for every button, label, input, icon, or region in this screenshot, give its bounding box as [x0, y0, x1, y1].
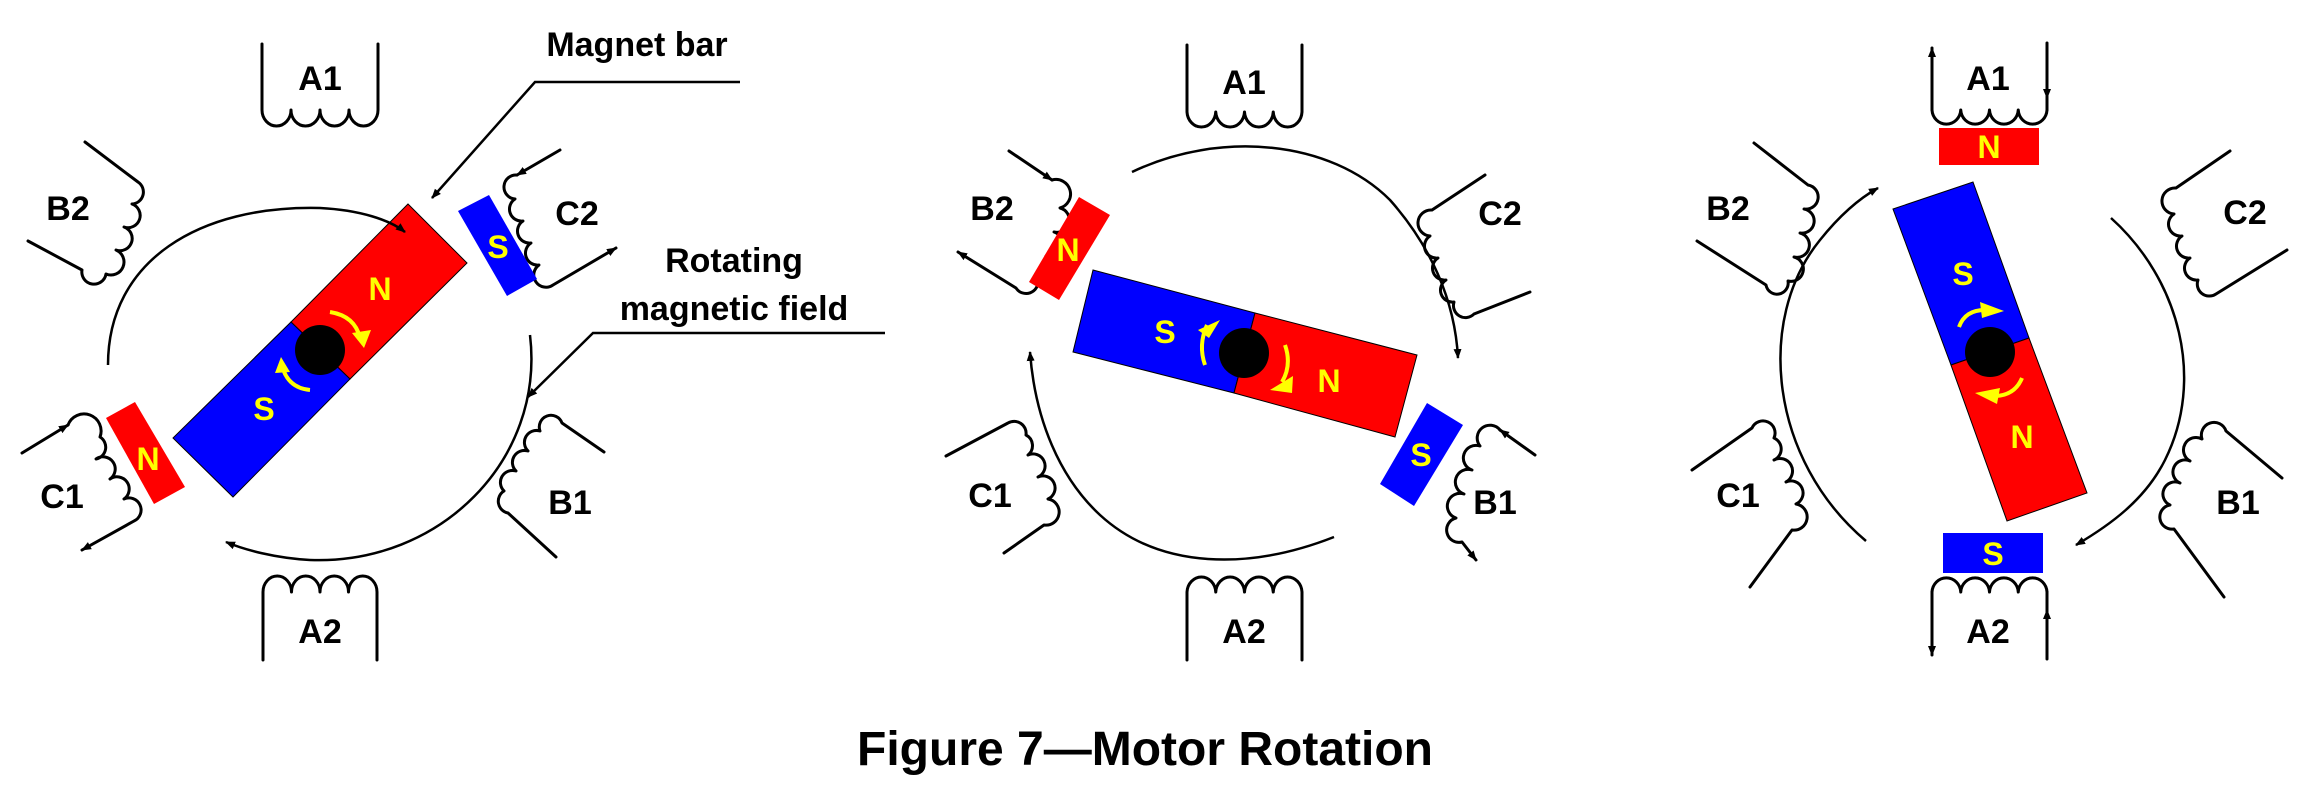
pole-label: N	[136, 441, 159, 477]
coil-b1	[1445, 423, 1537, 562]
coil-label-c1: C1	[1716, 477, 1759, 515]
coil-a2	[1185, 575, 1304, 662]
callout-rotating-line1: Rotating	[665, 242, 803, 280]
coil-c1	[1690, 419, 1809, 589]
coil-label-c2: C2	[2223, 194, 2266, 232]
coil-c1	[20, 412, 143, 552]
coil-a2	[261, 574, 379, 662]
stator-pole-a2: S	[1943, 533, 2043, 573]
field-arc-lower	[1026, 351, 1335, 561]
rotation-arrow-icon	[1280, 344, 1290, 384]
coil-c1	[944, 419, 1061, 555]
coil-label-c2: C2	[1478, 195, 1521, 233]
stator-magnet-north	[1029, 197, 1110, 300]
coil-b2	[26, 140, 145, 286]
coil-label-a2: A2	[1966, 613, 2009, 651]
coil-label-a1: A1	[298, 60, 341, 98]
pole-label: S	[487, 229, 508, 265]
stator-magnet-north	[106, 402, 185, 504]
coil-b1	[496, 413, 606, 559]
rotation-arrowhead-icon	[275, 357, 290, 373]
stator-pole-b2: N	[1029, 197, 1110, 300]
field-arc-right	[2075, 217, 2186, 547]
stator-pole-c2: S	[458, 195, 537, 296]
coil-a2	[1928, 576, 2051, 661]
coil-label-b2: B2	[970, 190, 1013, 228]
rotor-north-label: N	[368, 271, 391, 307]
callout-rotating-leader	[527, 331, 885, 398]
coil-c2	[502, 148, 618, 289]
figure-caption: Figure 7—Motor Rotation	[857, 723, 1433, 776]
rotor-north-label: N	[2010, 419, 2033, 455]
coil-label-c1: C1	[968, 477, 1011, 515]
rotation-arrowhead-icon	[1980, 302, 2004, 318]
coil-label-a2: A2	[298, 613, 341, 651]
rotor-hub	[1219, 328, 1269, 378]
stator-magnet-south	[458, 195, 537, 296]
rotation-arrowhead-icon	[1270, 376, 1293, 393]
current-in-arrow-icon	[515, 148, 562, 177]
panel-3: A1 A2 B2 C2 C1 B1 N	[1690, 41, 2289, 661]
rotor-bar: S N	[1072, 269, 1418, 438]
rotor-hub	[295, 325, 345, 375]
callout-rotating-line2: magnetic field	[620, 290, 849, 328]
rotor-bar: S N	[1892, 181, 2088, 522]
panel-2: A1 A2 B2 C2 C1 B1 N	[944, 43, 1537, 662]
coil-c2	[1416, 173, 1532, 320]
coil-c2	[2160, 149, 2289, 298]
rotor-south-label: S	[253, 391, 274, 427]
rotor-hub	[1965, 327, 2015, 377]
rotation-arrowhead-icon	[352, 330, 371, 348]
stator-magnet-south	[1380, 403, 1463, 506]
pole-label: S	[1410, 437, 1431, 473]
field-arc-lower	[225, 334, 533, 562]
stator-pole-c1: N	[106, 402, 185, 504]
rotation-arrowhead-icon	[1975, 388, 2000, 404]
pole-label: N	[1056, 232, 1079, 268]
current-in-arrow-icon	[20, 423, 70, 455]
field-arc-upper	[1131, 145, 1462, 359]
coil-label-c1: C1	[40, 478, 83, 516]
rotor-north-label: N	[1317, 363, 1340, 399]
current-in-arrow-icon	[1007, 149, 1054, 182]
pole-label: S	[1982, 536, 2003, 572]
current-in-arrow-icon	[1498, 428, 1537, 457]
callout-magnet-bar-leader	[431, 80, 740, 199]
stator-magnet-south	[1943, 533, 2043, 573]
callout-magnet-bar: Magnet bar	[546, 26, 727, 64]
coil-label-c2: C2	[555, 195, 598, 233]
coil-label-b1: B1	[548, 484, 591, 522]
coil-a1	[260, 42, 380, 128]
coil-label-a2: A2	[1222, 613, 1265, 651]
pole-label: N	[1977, 129, 2000, 165]
stator-magnet-north	[1939, 128, 2039, 165]
coil-label-a1: A1	[1966, 60, 2009, 98]
field-arc-upper	[106, 206, 406, 366]
coil-a1	[1185, 43, 1304, 129]
field-arc-left	[1779, 186, 1879, 542]
rotor-bar: N S	[172, 203, 468, 498]
coil-label-b2: B2	[46, 190, 89, 228]
coil-label-b1: B1	[2216, 484, 2259, 522]
coil-b1	[2158, 420, 2284, 599]
coil-a1	[1928, 41, 2051, 126]
stator-pole-a1: N	[1939, 128, 2039, 165]
rotation-arrow-icon	[1995, 377, 2024, 398]
stator-pole-b1: S	[1380, 403, 1463, 506]
rotation-arrowhead-icon	[1198, 320, 1220, 338]
rotor-south-label: S	[1952, 256, 1973, 292]
panel-1: A1 A2 B2 B1 C2 C1 S	[20, 26, 885, 662]
rotor-south-label: S	[1154, 314, 1175, 350]
coil-label-b1: B1	[1473, 484, 1516, 522]
coil-b2	[1695, 141, 1820, 296]
coil-label-b2: B2	[1706, 190, 1749, 228]
coil-label-a1: A1	[1222, 64, 1265, 102]
